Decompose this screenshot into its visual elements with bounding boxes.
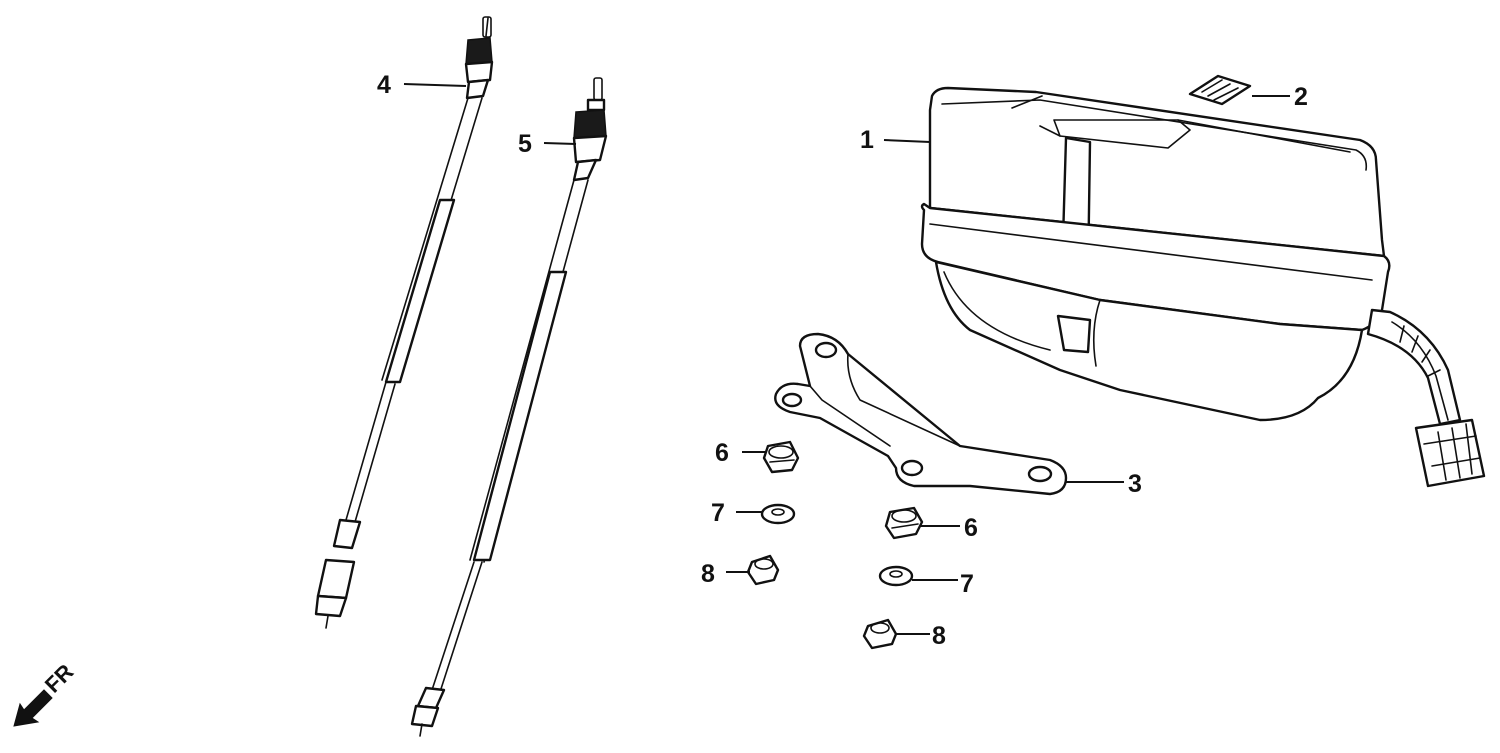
- callout-part-4: 4: [377, 71, 391, 99]
- callout-part-5: 5: [518, 130, 532, 158]
- cable-part-4: [314, 16, 494, 629]
- callout-part-6-left: 6: [715, 439, 729, 467]
- meter-assembly-part-1: [920, 86, 1486, 488]
- label-part-2: [1188, 74, 1252, 106]
- cable-part-5: [410, 77, 608, 737]
- callout-part-8-left: 8: [701, 560, 715, 588]
- front-direction-arrow-icon: [13, 689, 53, 727]
- callout-part-3: 3: [1128, 470, 1142, 498]
- nut-part-6-right: [884, 506, 924, 540]
- washer-part-7-left: [760, 503, 796, 525]
- callout-part-7-right: 7: [960, 570, 974, 598]
- callout-part-8-right: 8: [932, 622, 946, 650]
- front-direction-indicator: FR: [13, 659, 78, 727]
- nut-part-8-left: [746, 554, 780, 586]
- callout-part-1: 1: [860, 126, 874, 154]
- callout-part-2: 2: [1294, 83, 1308, 111]
- leader-lines: [403, 83, 1290, 635]
- nut-part-8-right: [862, 618, 898, 650]
- callout-part-6-right: 6: [964, 514, 978, 542]
- callout-part-7-left: 7: [711, 499, 725, 527]
- nut-part-6-left: [762, 440, 800, 474]
- bracket-part-3: [774, 332, 1068, 496]
- washer-part-7-right: [878, 565, 914, 587]
